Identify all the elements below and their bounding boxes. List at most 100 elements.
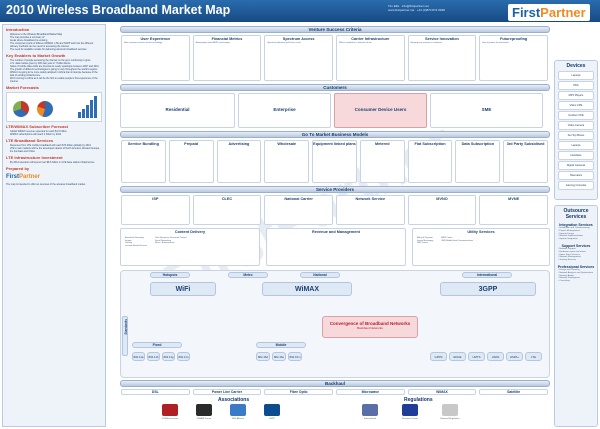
outsource-item: • Network Analysis and Optimisation bbox=[558, 271, 594, 274]
business-model-card: Service Bundling bbox=[121, 140, 166, 183]
business-model-card-title: Prepaid bbox=[184, 142, 199, 146]
pie-chart bbox=[13, 101, 29, 117]
venture-card-body: Bringing new services to customers bbox=[410, 42, 443, 44]
device-item: PDA bbox=[558, 81, 594, 90]
header-bar: 2010 Wireless Broadband Market Map Tim E… bbox=[0, 0, 600, 22]
device-item: MP3 Players bbox=[558, 91, 594, 100]
customer-card: Consumer Device Users bbox=[334, 93, 427, 128]
service-provider-card-title: Network Service bbox=[355, 197, 386, 201]
associations-title: Associations bbox=[218, 397, 250, 403]
backhaul-card: DSL bbox=[121, 389, 190, 395]
business-model-card-title: Wholesale bbox=[277, 142, 297, 146]
backhaul-card: Power Line Carrier bbox=[192, 389, 262, 395]
service-provider-card-title: MVNE bbox=[508, 197, 520, 201]
service-provider-card-title: National Carrier bbox=[284, 197, 313, 201]
business-model-card: Flat Subscription bbox=[407, 140, 453, 183]
service-provider-card: MVNO bbox=[407, 195, 477, 225]
outsource-item: • Training Services bbox=[558, 259, 577, 262]
standard-chip: 802.11b bbox=[147, 352, 160, 361]
venture-card-title: Futureproofing bbox=[500, 37, 528, 41]
venture-card-title: Financial Metrics bbox=[211, 37, 243, 41]
devices-title: Devices bbox=[566, 63, 586, 69]
backhaul-card-title: WiMAX bbox=[436, 390, 448, 394]
business-model-card-title: 3rd Party Subsidised bbox=[506, 142, 545, 146]
business-model-card-title: Flat Subscription bbox=[414, 142, 446, 146]
standard-chip: UMTS bbox=[468, 352, 485, 361]
page-title: 2010 Wireless Broadband Market Map bbox=[6, 3, 231, 17]
section-title: Key Enablers to Market Growth bbox=[6, 53, 66, 58]
association-logo bbox=[162, 404, 178, 416]
backhaul-card: Fibre Optic bbox=[264, 389, 333, 395]
standard-chip: HSPA bbox=[487, 352, 504, 361]
association-logo bbox=[264, 404, 280, 416]
outsource-item: • Spare Parts Services bbox=[558, 253, 580, 256]
device-item: Set Top Boxes bbox=[558, 131, 594, 140]
business-model-card: 3rd Party Subsidised bbox=[503, 140, 548, 183]
outsource-item: • Network Implementation bbox=[558, 235, 583, 238]
service-provider-card: National Carrier bbox=[264, 195, 333, 225]
backhaul-card-title: DSL bbox=[151, 390, 159, 394]
outsource-section-title: Integration Services bbox=[559, 223, 593, 227]
regulation-logo bbox=[402, 404, 418, 416]
forecast-chart bbox=[6, 92, 102, 122]
convergence-box: Convergence of Broadband Networks Backha… bbox=[322, 316, 418, 338]
international-label: International bbox=[462, 272, 512, 278]
business-model-card: Metered bbox=[359, 140, 405, 183]
standard-chip: LTE bbox=[525, 352, 542, 361]
outsource-section-title: Support Services bbox=[561, 243, 591, 248]
outsource-title: Outsource Services bbox=[563, 208, 589, 220]
venture-card-body: How to protect the investment bbox=[482, 42, 509, 44]
association-logo bbox=[196, 404, 212, 416]
standard-chip: EDGE bbox=[449, 352, 466, 361]
standard-chip: HSPA+ bbox=[506, 352, 523, 361]
service-provider-card: Network Service bbox=[336, 195, 405, 225]
standard-chip: 802.11a bbox=[132, 352, 145, 361]
backhaul-card: WiMAX bbox=[407, 389, 477, 395]
outsource-section-title: Professional Services bbox=[557, 264, 595, 269]
association-logo bbox=[230, 404, 246, 416]
outsource-item: • Network Audits bbox=[558, 274, 574, 277]
outsource-item: • System Design bbox=[558, 232, 575, 235]
device-item: Digital Cameras bbox=[558, 161, 594, 170]
venture-header: Venture Success Criteria bbox=[120, 26, 550, 33]
customer-card-title: SME bbox=[481, 107, 492, 112]
standards-label-bar: Standards bbox=[122, 316, 128, 356]
section-title: Market Forecasts bbox=[6, 85, 39, 90]
business-model-card: Prepaid bbox=[168, 140, 214, 183]
backhaul-card: Satellite bbox=[479, 389, 548, 395]
service-provider-card-title: MVNO bbox=[436, 197, 448, 201]
regulation-label: European Union bbox=[402, 418, 418, 420]
standard-chip: 802.16d bbox=[256, 352, 270, 361]
contact-email[interactable]: info@firstpartner.net bbox=[401, 4, 429, 8]
regulation-label: International bbox=[363, 418, 377, 420]
revenue-management-card: Revenue and Management bbox=[266, 228, 406, 266]
association-label: WiMAX Forum bbox=[196, 418, 212, 420]
backhaul-card: Microwave bbox=[336, 389, 405, 395]
regulation-label: National Regulators bbox=[440, 418, 460, 420]
device-item: Gaming Consoles bbox=[558, 181, 594, 190]
association-label: WiFi Alliance bbox=[231, 418, 245, 420]
venture-card-title: Spectrum Access bbox=[282, 37, 315, 41]
outsource-item: • System Integration bbox=[558, 238, 578, 241]
customer-card: Residential bbox=[120, 93, 235, 128]
metro-label: Metro bbox=[228, 272, 268, 278]
venture-card-body: Assumptions about ARPU and margins bbox=[195, 42, 231, 44]
outsource-list: Integration Services• Installation and C… bbox=[555, 223, 597, 283]
contact-name: Tim Ellis bbox=[388, 4, 400, 8]
association-label: GSM Association bbox=[161, 418, 179, 420]
business-model-card-title: Data Subscription bbox=[461, 142, 495, 146]
device-item: Outdoor CPE bbox=[558, 111, 594, 120]
standard-chip: 802.11n bbox=[177, 352, 190, 361]
service-provider-card: CLEC bbox=[192, 195, 262, 225]
business-model-card-title: Metered bbox=[374, 142, 390, 146]
contact-web[interactable]: www.firstpartner.net bbox=[388, 8, 415, 12]
outsource-item: • Consulting bbox=[558, 280, 570, 283]
intro-list: Welcome to the Wireless Broadband Market… bbox=[6, 33, 102, 51]
regulation-logo bbox=[442, 404, 458, 416]
hotspots-label: Hotspots bbox=[150, 272, 190, 278]
device-item: Video Camera bbox=[558, 121, 594, 130]
device-item: Handsets bbox=[558, 151, 594, 160]
firstpartner-small-logo: FirstPartner bbox=[6, 174, 41, 180]
